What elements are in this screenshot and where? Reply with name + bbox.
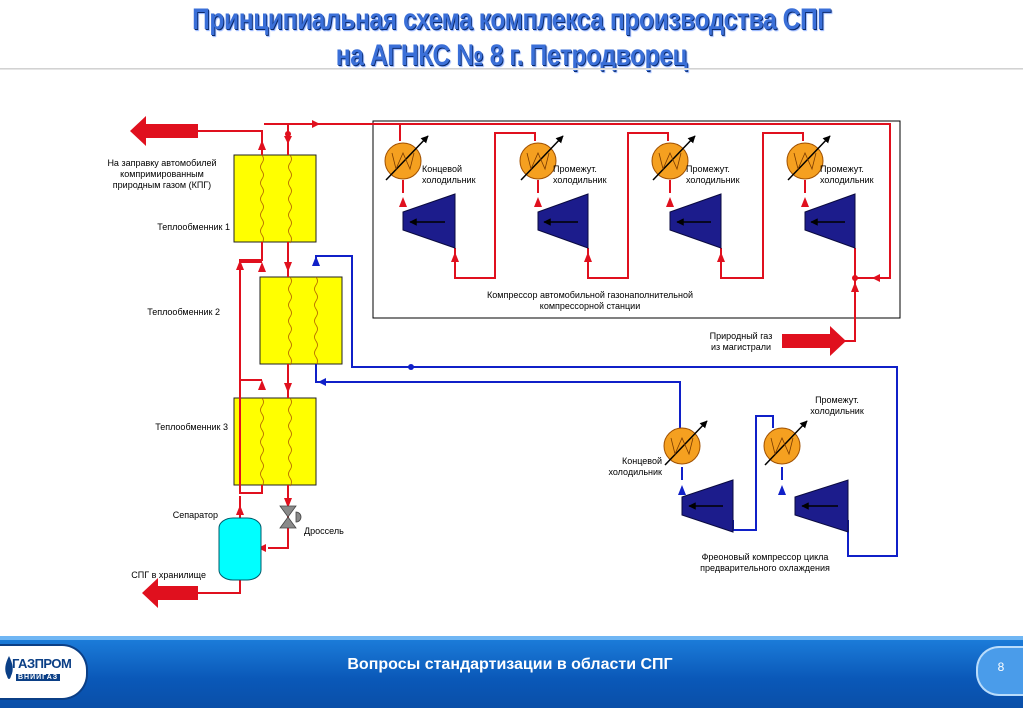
lng-storage-arrow (142, 578, 198, 608)
compressor-station-frame (372, 120, 901, 319)
cooler-final-top-label: Концевой холодильник (422, 164, 476, 185)
cooler-final-top (384, 135, 429, 181)
process-diagram (130, 116, 901, 608)
cooler-inter-1 (519, 135, 564, 181)
hx2-label: Теплообменник 2 (147, 307, 220, 317)
compressor-station-label: Компрессор автомобильной газонаполнитель… (487, 290, 693, 311)
throttle-label: Дроссель (304, 526, 344, 536)
cooler-inter-bottom (763, 420, 808, 466)
throttle-valve (279, 505, 302, 529)
cooler-inter-1-label: Промежут. холодильник (553, 164, 607, 185)
heat-exchanger-1 (233, 154, 317, 243)
refuel-arrow (130, 116, 198, 146)
lng-storage-label: СПГ в хранилище (131, 570, 206, 580)
separator-vessel (218, 517, 262, 581)
compressor-3 (669, 193, 722, 249)
cooler-inter-2 (651, 135, 696, 181)
flame-icon (5, 656, 13, 679)
gazprom-logo (0, 644, 88, 700)
page-number: 8 (997, 660, 1005, 674)
title-divider (0, 68, 1023, 70)
natural-gas-arrow (782, 326, 846, 356)
footer-bar (0, 636, 1023, 708)
heat-exchanger-2 (259, 276, 343, 365)
compressor-1 (402, 193, 456, 249)
page-title-line2: на АГНКС № 8 г. Петродворец (335, 39, 688, 72)
compressor-2 (537, 193, 589, 249)
heat-exchanger-3 (233, 397, 317, 486)
separator-label: Сепаратор (172, 510, 218, 520)
logo-subtext: ВНИИГАЗ (16, 674, 61, 681)
page-title-line1: Принципиальная схема комплекса производс… (192, 3, 831, 36)
page-number-badge (976, 646, 1023, 696)
refuel-label: На заправку автомобилей компримированным… (107, 158, 217, 190)
compressor-4 (804, 193, 856, 249)
footer-highlight (0, 636, 1023, 640)
freon-compressor-label: Фреоновый компрессор цикла предварительн… (700, 552, 830, 573)
footer-title: Вопросы стандартизации в области СПГ (347, 656, 673, 673)
cooler-inter-2-label: Промежут. холодильник (686, 164, 740, 185)
cooler-final-bottom (663, 420, 708, 466)
logo-text: ГАЗПРОМ (12, 656, 72, 671)
cooler-inter-3-label: Промежут. холодильник (820, 164, 874, 185)
cooler-inter-3 (786, 135, 831, 181)
cooler-final-bottom-label: Концевой холодильник (608, 456, 662, 477)
hx3-label: Теплообменник 3 (155, 422, 228, 432)
cooler-inter-bottom-label: Промежут. холодильник (810, 395, 864, 416)
natural-gas-label: Природный газ из магистрали (709, 331, 773, 352)
hx1-label: Теплообменник 1 (157, 222, 230, 232)
